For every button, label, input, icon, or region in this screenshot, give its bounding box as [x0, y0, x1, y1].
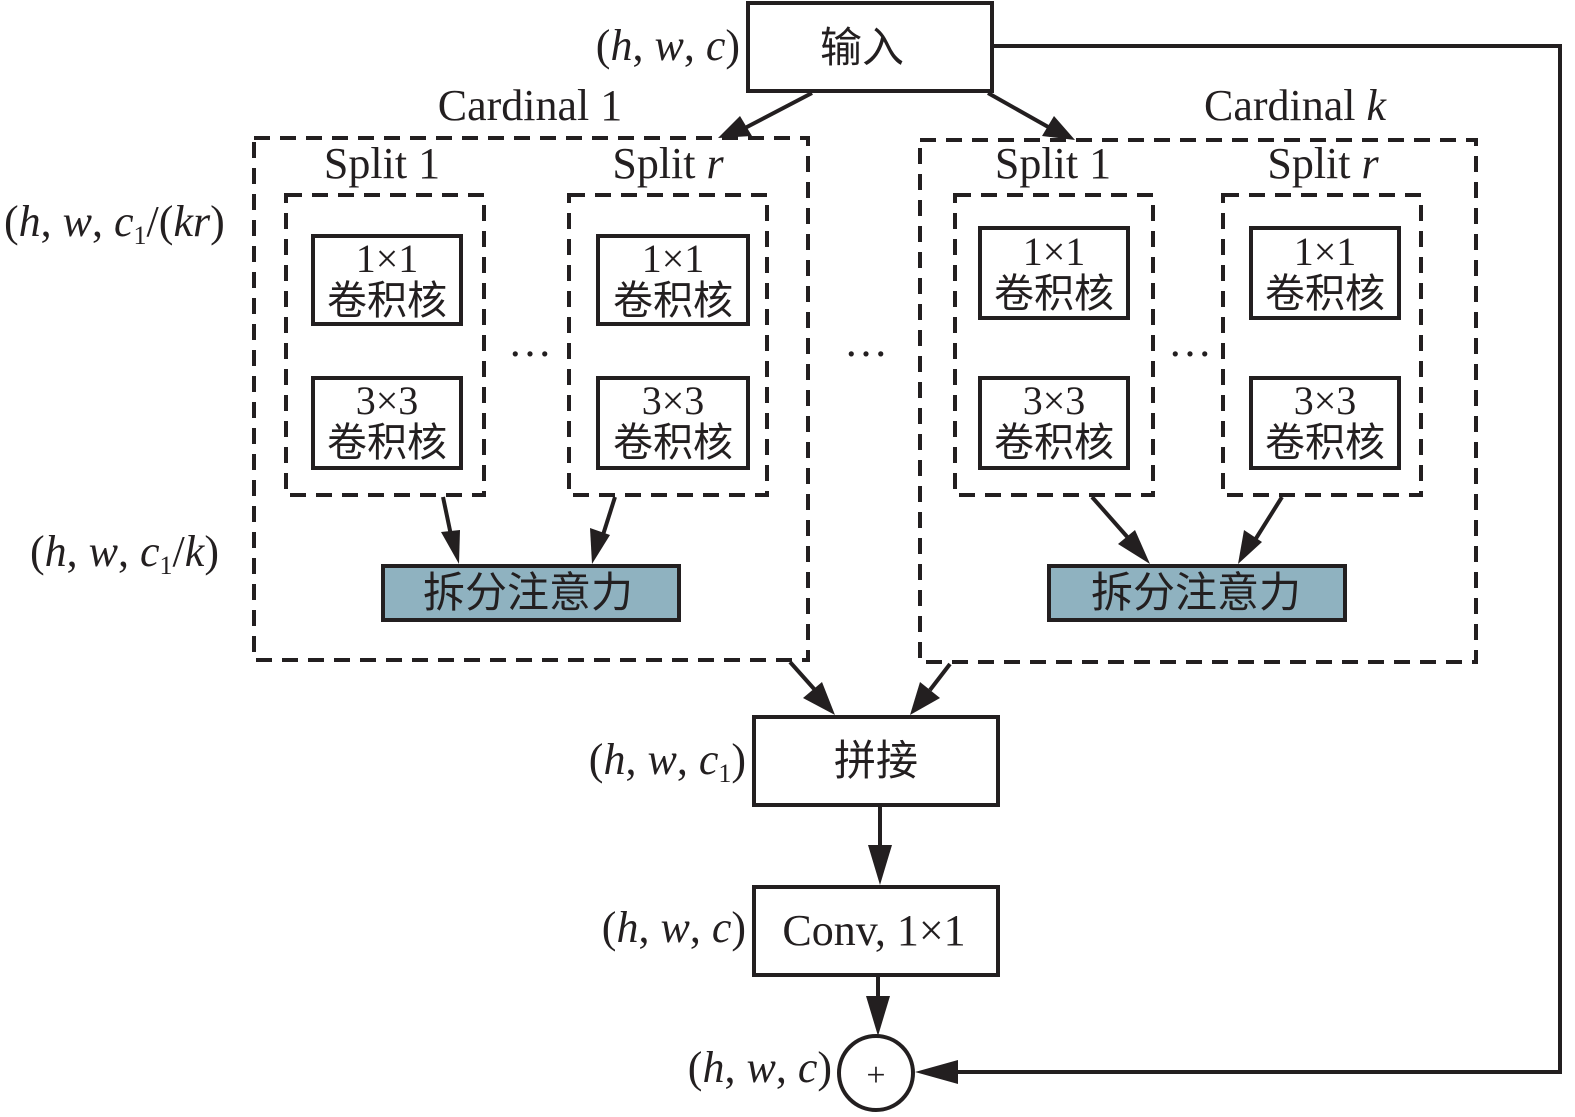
kernel-3x3-box: [1249, 376, 1401, 470]
sum-shape-label: (h, w, c): [688, 1043, 832, 1092]
arrow-line: [744, 91, 813, 130]
concat-label: 拼接: [834, 739, 918, 785]
arrowhead: [803, 682, 835, 715]
cardinal-k-split-1: Split 1 1×1 卷积核 3×3 卷积核: [953, 139, 1155, 497]
skip-connection-arrowhead: [915, 1060, 958, 1084]
split-title: Split 1: [324, 139, 440, 188]
arrow-line: [1253, 495, 1284, 542]
cardinal-k-frame: [918, 138, 1478, 664]
cardinal-1: Cardinal 1 Split 1 1×1 卷积核 3×3 卷积核 … Spl…: [252, 81, 810, 662]
split-attention-label: 拆分注意力: [1091, 570, 1301, 617]
cardinal-1-frame: [252, 136, 810, 662]
cardinal-k: Cardinal k Split 1 1×1 卷积核 3×3 卷积核 … Spl…: [918, 81, 1478, 664]
arrowhead: [718, 116, 752, 138]
kernel-name-label: 卷积核: [613, 278, 733, 323]
split-ellipsis: …: [1168, 317, 1212, 366]
attention-output-shape-label: (h, w, c1/k): [30, 527, 219, 580]
split-attention-label: 拆分注意力: [423, 570, 633, 617]
kernel-1x1-box: [978, 226, 1130, 320]
sum-node: [837, 1034, 915, 1112]
split-frame: [1221, 193, 1423, 497]
kernel-3x3-box: [596, 376, 750, 470]
split-title: Split r: [1267, 139, 1379, 188]
arrow-line: [1090, 495, 1132, 542]
arrowhead: [1118, 530, 1150, 564]
cardinal-1-split-1: Split 1 1×1 卷积核 3×3 卷积核: [284, 139, 486, 497]
kernel-1x1-box: [1249, 226, 1401, 320]
kernel-size-label: 1×1: [642, 236, 705, 281]
kernel-name-label: 卷积核: [994, 271, 1114, 316]
arrow-line: [987, 91, 1051, 130]
kernel-size-label: 3×3: [642, 378, 705, 423]
arrowhead: [441, 530, 460, 564]
kernel-size-label: 3×3: [1294, 378, 1357, 423]
kernel-name-label: 卷积核: [1265, 420, 1385, 465]
kernel-name-label: 卷积核: [327, 420, 447, 465]
conv-box: [752, 885, 1000, 977]
input-box: [746, 1, 994, 93]
arrowhead: [1042, 116, 1075, 140]
split-frame: [284, 193, 486, 497]
split-attention-box: [381, 564, 681, 622]
cardinal-k-split-r: Split r 1×1 卷积核 3×3 卷积核: [1221, 139, 1423, 497]
split-title: Split 1: [995, 139, 1111, 188]
split-input-shape-label: (h, w, c1/(kr): [4, 197, 225, 250]
plus-icon: +: [866, 1057, 885, 1094]
kernel-size-label: 3×3: [1023, 378, 1086, 423]
concat-shape-label: (h, w, c1): [589, 735, 746, 788]
split-frame: [567, 193, 769, 497]
split-frame: [953, 193, 1155, 497]
kernel-size-label: 1×1: [356, 236, 419, 281]
kernel-name-label: 卷积核: [613, 420, 733, 465]
conv-shape-label: (h, w, c): [602, 903, 746, 952]
input-label: 输入: [820, 26, 904, 72]
kernel-size-label: 1×1: [1294, 229, 1357, 274]
arrowhead: [910, 682, 940, 715]
kernel-name-label: 卷积核: [327, 278, 447, 323]
arrowhead: [1238, 530, 1262, 564]
cardinal-1-title: Cardinal 1: [438, 81, 623, 130]
cardinal-ellipsis: …: [844, 317, 888, 366]
arrow-line: [928, 662, 952, 692]
kernel-3x3-box: [311, 376, 463, 470]
kernel-size-label: 3×3: [356, 378, 419, 423]
kernel-3x3-box: [978, 376, 1130, 470]
cardinal-1-split-r: Split r 1×1 卷积核 3×3 卷积核: [567, 139, 769, 497]
conv-label: Conv, 1×1: [782, 906, 965, 955]
arrowhead: [590, 528, 610, 564]
arrowhead: [866, 996, 890, 1036]
input-shape-label: (h, w, c): [596, 21, 740, 70]
split-attention-box: [1047, 564, 1347, 622]
arrow-line: [788, 660, 817, 692]
skip-connection-line: [935, 44, 1562, 1074]
arrow-line: [600, 496, 617, 539]
split-ellipsis: …: [508, 317, 552, 366]
kernel-size-label: 1×1: [1023, 229, 1086, 274]
kernel-1x1-box: [311, 234, 463, 326]
cardinal-k-title: Cardinal k: [1204, 81, 1388, 130]
kernel-name-label: 卷积核: [994, 420, 1114, 465]
input-block: 输入: [746, 1, 994, 93]
kernel-1x1-box: [596, 234, 750, 326]
arrowhead: [868, 845, 892, 885]
split-title: Split r: [612, 139, 724, 188]
concat-box: [752, 715, 1000, 807]
kernel-name-label: 卷积核: [1265, 271, 1385, 316]
